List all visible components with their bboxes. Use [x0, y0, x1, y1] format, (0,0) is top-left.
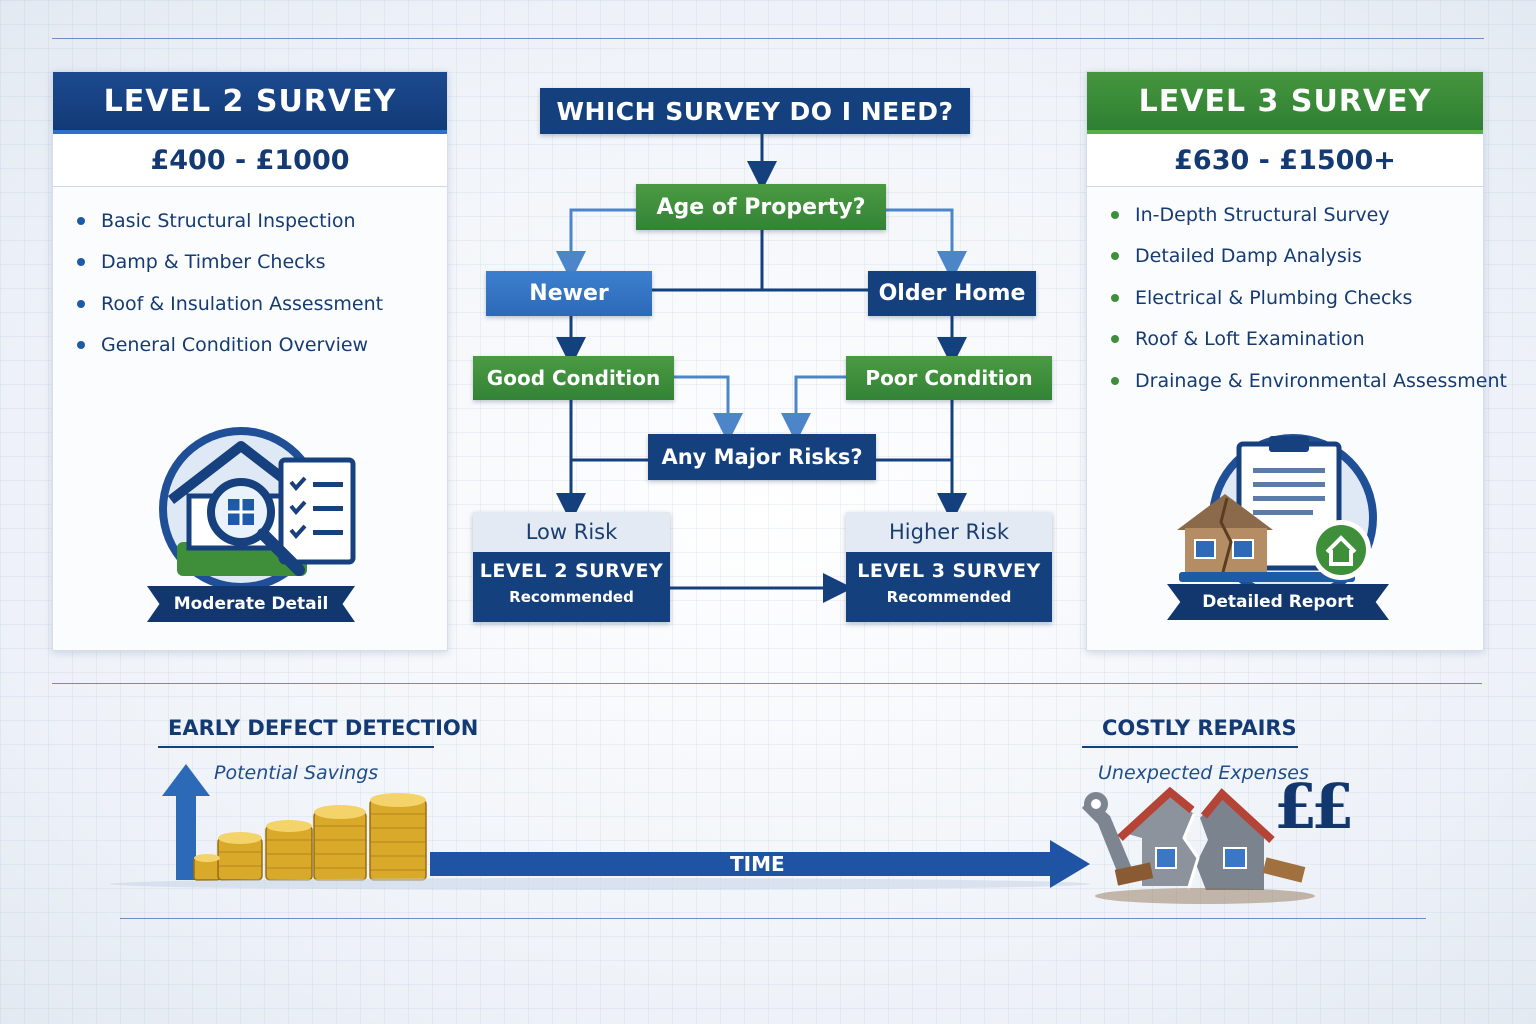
broken-house-icon	[1082, 786, 1315, 904]
older-home-node: Older Home	[868, 271, 1036, 316]
potential-savings-label: Potential Savings	[214, 762, 379, 784]
flowchart-connectors	[556, 134, 967, 603]
level-3-recommendation-title: LEVEL 3 SURVEY	[857, 560, 1041, 582]
savings-up-arrow-icon	[162, 764, 210, 880]
bottom-rule	[120, 918, 1426, 919]
detailed-report-badge: Detailed Report	[1167, 584, 1389, 620]
costly-repairs-underline	[1082, 746, 1298, 748]
higher-risk-label: Higher Risk	[846, 512, 1052, 552]
list-item: Roof & Loft Examination	[1111, 319, 1507, 361]
list-item: Basic Structural Inspection	[77, 200, 383, 242]
level-2-price: £400 - £1000	[53, 134, 447, 187]
bullet-icon	[77, 341, 85, 350]
level-3-feature-list: In-Depth Structural Survey Detailed Damp…	[1111, 194, 1507, 402]
level-2-feature-list: Basic Structural Inspection Damp & Timbe…	[77, 200, 383, 366]
bullet-icon	[1111, 293, 1119, 302]
bullet-icon	[77, 258, 85, 267]
level-3-title: LEVEL 3 SURVEY	[1087, 72, 1483, 134]
list-item: Roof & Insulation Assessment	[77, 283, 383, 325]
recommended-label: Recommended	[886, 588, 1012, 606]
level-2-card: LEVEL 2 SURVEY £400 - £1000 Basic Struct…	[52, 71, 448, 651]
low-risk-recommendation: Low Risk LEVEL 2 SURVEY Recommended	[473, 512, 670, 622]
low-risk-label: Low Risk	[473, 512, 670, 552]
list-item: Detailed Damp Analysis	[1111, 236, 1507, 278]
list-item: In-Depth Structural Survey	[1111, 194, 1507, 236]
coin-stacks-icon	[193, 793, 427, 881]
bullet-icon	[1111, 376, 1119, 385]
time-arrow	[110, 840, 1090, 890]
major-risks-node: Any Major Risks?	[648, 434, 876, 480]
which-survey-question: WHICH SURVEY DO I NEED?	[540, 88, 970, 134]
poor-condition-node: Poor Condition	[846, 356, 1052, 400]
bullet-icon	[1111, 335, 1119, 344]
age-of-property-node: Age of Property?	[636, 184, 886, 230]
higher-risk-recommendation: Higher Risk LEVEL 3 SURVEY Recommended	[846, 512, 1052, 622]
level-3-card: LEVEL 3 SURVEY £630 - £1500+ In-Depth St…	[1086, 71, 1507, 651]
level-2-title: LEVEL 2 SURVEY	[53, 72, 447, 134]
good-condition-node: Good Condition	[473, 356, 674, 400]
list-item: Electrical & Plumbing Checks	[1111, 277, 1507, 319]
bullet-icon	[77, 299, 85, 308]
newer-node: Newer	[486, 271, 652, 316]
early-defect-heading: EARLY DEFECT DETECTION	[168, 716, 479, 740]
list-item: Drainage & Environmental Assessment	[1111, 360, 1507, 402]
list-item: Damp & Timber Checks	[77, 242, 383, 284]
bullet-icon	[1111, 252, 1119, 261]
list-item: General Condition Overview	[77, 325, 383, 367]
unexpected-expenses-label: Unexpected Expenses	[1098, 762, 1309, 784]
bullet-icon	[77, 216, 85, 225]
middle-rule	[52, 683, 1482, 684]
house-inspection-icon	[159, 427, 356, 591]
early-defect-underline	[158, 746, 434, 748]
bullet-icon	[1111, 210, 1119, 219]
top-rule	[52, 38, 1484, 39]
recommended-label: Recommended	[509, 588, 634, 606]
costly-repairs-heading: COSTLY REPAIRS	[1102, 716, 1297, 740]
level-2-recommendation-title: LEVEL 2 SURVEY	[479, 560, 664, 582]
moderate-detail-badge: Moderate Detail	[147, 586, 355, 622]
house-report-icon	[1177, 434, 1377, 592]
time-label: TIME	[730, 852, 785, 876]
level-3-price: £630 - £1500+	[1087, 134, 1483, 187]
pound-currency-icon: ££	[1274, 770, 1354, 843]
